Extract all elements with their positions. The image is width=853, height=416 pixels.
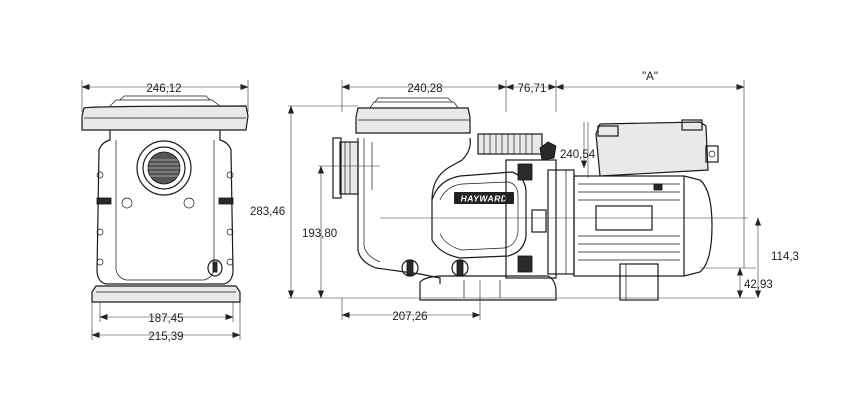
dim-side-foot-height: 42,93	[744, 279, 773, 291]
dim-side-axis-height: 114,3	[771, 251, 799, 263]
dim-side-body-length: 240,28	[407, 83, 442, 95]
brand-logo: HAYWARD	[461, 194, 508, 204]
dim-side-motor-height: 240,54	[560, 149, 596, 161]
dim-side-motor-length: "A"	[642, 71, 658, 83]
dim-front-base-inner-width: 187,45	[148, 313, 183, 325]
dim-side-motor-offset: 76,71	[518, 83, 547, 95]
dim-front-base-outer-width: 215,39	[148, 331, 183, 343]
brand-logo-plate	[454, 192, 514, 204]
dim-side-total-height: 283,46	[250, 206, 285, 218]
dim-side-inlet-height: 193,80	[302, 228, 337, 240]
side-view: HAYWARD	[288, 80, 761, 320]
front-view	[81, 80, 249, 340]
dim-front-top-width: 246,12	[146, 83, 181, 95]
dim-side-base-length: 207,26	[392, 311, 427, 323]
dimension-labels: 246,12 187,45 215,39 240,28 76,71 "A" 28…	[146, 71, 799, 343]
